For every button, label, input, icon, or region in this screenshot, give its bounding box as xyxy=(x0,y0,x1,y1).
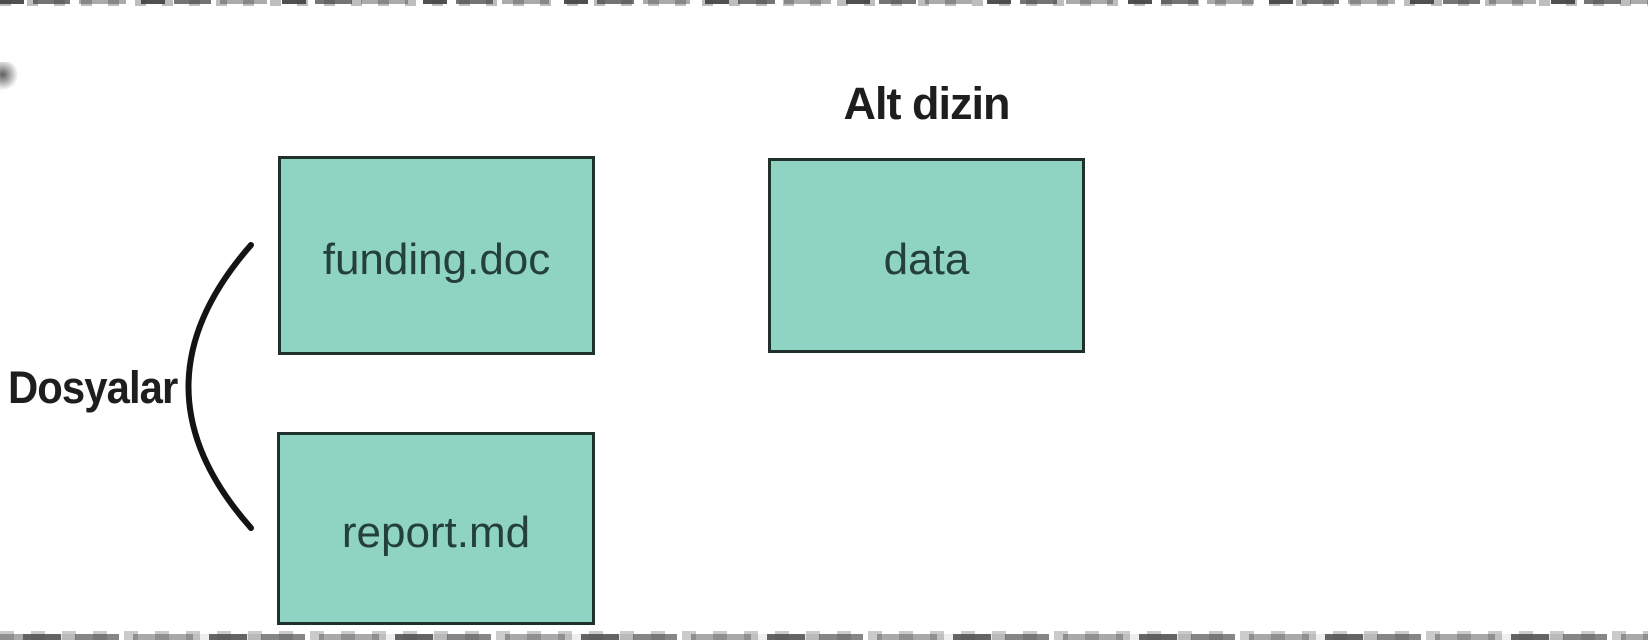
brace-curve-icon xyxy=(185,242,254,531)
file-box-funding-doc: funding.doc xyxy=(278,156,595,355)
file-box-report-md: report.md xyxy=(277,432,595,625)
files-group-label: Dosyalar xyxy=(8,362,178,413)
file-name-report-md: report.md xyxy=(341,507,531,557)
directory-box-data: data xyxy=(768,158,1085,353)
directory-name-data: data xyxy=(883,234,970,284)
file-name-funding-doc: funding.doc xyxy=(322,234,551,284)
scan-artifact-bottom-edge xyxy=(0,631,1648,640)
subdirectory-label: Alt dizin xyxy=(843,78,1011,129)
scan-artifact-left-smudge xyxy=(0,62,18,90)
scan-artifact-top-edge xyxy=(0,0,1648,6)
